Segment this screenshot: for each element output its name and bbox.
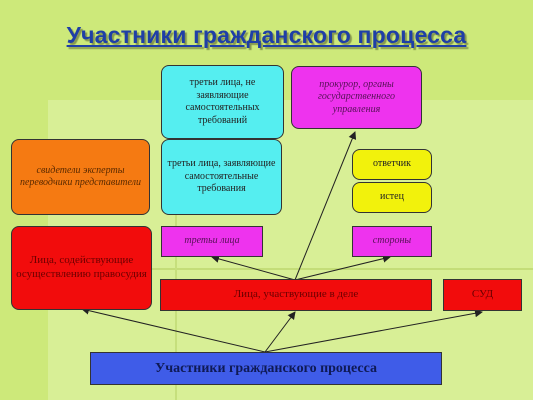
box-root: Участники гражданского процесса [90,352,442,385]
arrow-participating-to-prosecutor [294,131,357,281]
box-court: СУД [443,279,522,311]
box-participating: Лица, участвующие в деле [160,279,432,311]
box-defendant: ответчик [352,149,432,180]
arrow-root-to-court [264,309,483,353]
background-line-horizontal [48,268,533,270]
box-plaintiff: истец [352,182,432,213]
arrow-participating-to-third-persons [211,255,296,281]
box-prosecutor: прокурор, органы государственного управл… [291,66,422,129]
slide-title: Участники гражданского процесса [66,22,467,48]
box-third-no-claims: третьи лица, не заявляющие самостоятельн… [161,65,284,139]
box-third-claims: третьи лица, заявляющие самостоятельные … [161,139,282,215]
box-assisting: Лица, содействующие осуществлению правос… [11,226,152,310]
box-third-persons: третьи лица [161,226,263,257]
box-parties: стороны [352,226,432,257]
box-witnesses: свидетели эксперты переводчики представи… [11,139,150,215]
arrow-root-to-assisting [81,306,266,353]
arrow-participating-to-parties [294,254,391,281]
arrow-root-to-participating [264,311,296,353]
